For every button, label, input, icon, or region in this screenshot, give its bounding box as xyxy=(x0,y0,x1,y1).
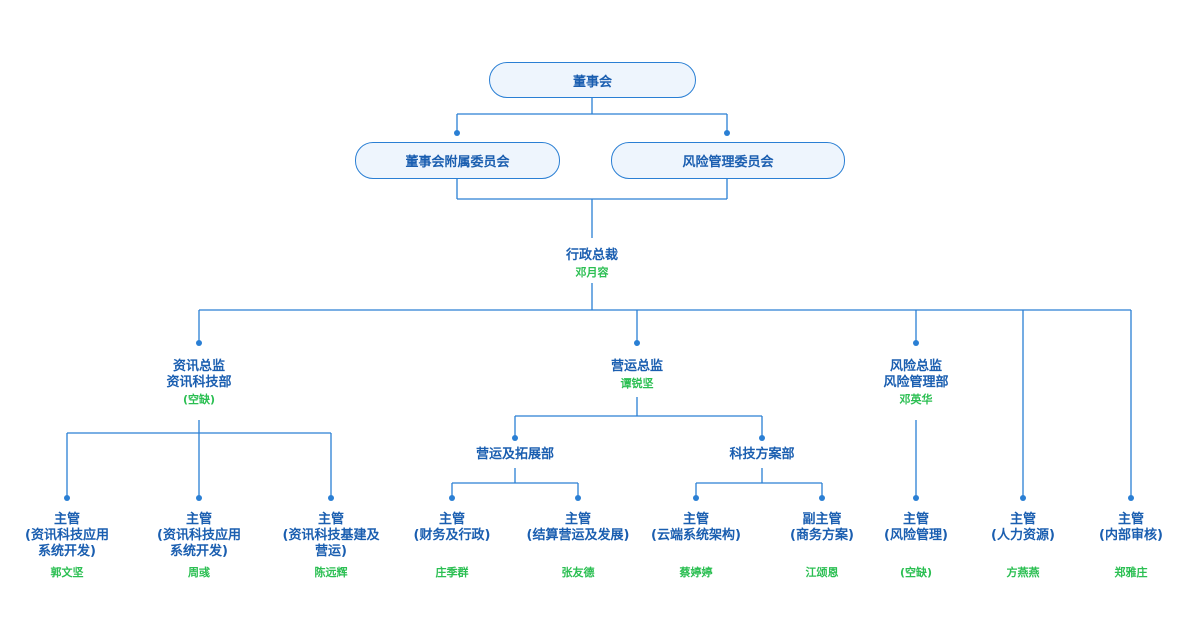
manager-title-line: (资讯科技应用 xyxy=(157,528,241,543)
connector-dot xyxy=(819,495,825,501)
manager-node: 主管 (资讯科技基建及 营运) 陈远辉 xyxy=(266,512,396,580)
manager-title-line: 主管 xyxy=(902,512,929,527)
manager-title-line: 主管 xyxy=(682,512,709,527)
director-node-ops: 营运总监 谭锐坚 xyxy=(577,359,697,391)
manager-title-line: (内部审核) xyxy=(1099,528,1163,543)
manager-name: (空缺) xyxy=(899,566,933,579)
manager-title-line: 主管 xyxy=(317,512,344,527)
connector-dot xyxy=(328,495,334,501)
manager-title-line: (资讯科技基建及 xyxy=(282,528,380,543)
manager-name: 庄季群 xyxy=(435,566,469,579)
director-name: 邓英华 xyxy=(899,393,933,406)
department-title: 营运及拓展部 xyxy=(475,447,554,462)
connector-dot xyxy=(759,435,765,441)
committee-box-board: 董事会附属委员会 xyxy=(355,142,560,179)
connector-dot xyxy=(454,130,460,136)
manager-title-line: 主管 xyxy=(53,512,80,527)
manager-title-line: (财务及行政) xyxy=(413,528,491,543)
manager-title-line: 副主管 xyxy=(802,512,842,527)
board-title: 董事会 xyxy=(572,74,612,90)
connector-dot xyxy=(1020,495,1026,501)
manager-node: 主管 (财务及行政) 庄季群 xyxy=(392,512,512,580)
director-name: (空缺) xyxy=(182,393,216,406)
manager-title-line: 系统开发) xyxy=(38,544,96,559)
manager-node: 主管 (资讯科技应用 系统开发) 郭文坚 xyxy=(7,512,127,580)
board-box: 董事会 xyxy=(489,62,696,98)
director-title-line: 资讯总监 xyxy=(172,359,225,374)
manager-title-line: 主管 xyxy=(1009,512,1036,527)
manager-node: 主管 (结算营运及发展) 张友德 xyxy=(513,512,643,580)
manager-node: 副主管 (商务方案) 江颂恩 xyxy=(762,512,882,580)
manager-title-line: (风险管理) xyxy=(884,528,948,543)
connector-dot xyxy=(512,435,518,441)
manager-title-line: 主管 xyxy=(1117,512,1144,527)
director-title-line: 风险总监 xyxy=(889,359,942,374)
manager-title-line: (结算营运及发展) xyxy=(526,528,630,543)
connector-dot xyxy=(913,340,919,346)
department-node-tech-solutions: 科技方案部 xyxy=(702,447,822,463)
connector-dot xyxy=(196,340,202,346)
manager-name: 方燕燕 xyxy=(1006,566,1040,579)
manager-title-line: 系统开发) xyxy=(170,544,228,559)
manager-node: 主管 (风险管理) (空缺) xyxy=(856,512,976,580)
director-node-it: 资讯总监 资讯科技部 (空缺) xyxy=(139,359,259,407)
ceo-node: 行政总裁 邓月容 xyxy=(542,248,642,280)
manager-title-line: 主管 xyxy=(564,512,591,527)
director-name: 谭锐坚 xyxy=(620,377,654,390)
committee-title: 董事会附属委员会 xyxy=(405,155,510,170)
manager-title-line: (人力资源) xyxy=(991,528,1055,543)
director-title-line: 营运总监 xyxy=(610,359,663,374)
manager-name: 张友德 xyxy=(561,566,595,579)
department-title: 科技方案部 xyxy=(729,447,795,462)
director-title-line: 风险管理部 xyxy=(883,375,949,390)
manager-node: 主管 (资讯科技应用 系统开发) 周彧 xyxy=(139,512,259,580)
manager-node: 主管 (人力资源) 方燕燕 xyxy=(963,512,1083,580)
manager-title-line: (云端系统架构) xyxy=(651,528,741,543)
connector-dot xyxy=(196,495,202,501)
director-title-line: 资讯科技部 xyxy=(166,375,232,390)
manager-title-line: 主管 xyxy=(185,512,212,527)
manager-name: 郑雅庄 xyxy=(1114,566,1148,579)
connector-dot xyxy=(634,340,640,346)
connector-dot xyxy=(449,495,455,501)
manager-node: 主管 (云端系统架构) 蔡婷婷 xyxy=(636,512,756,580)
manager-name: 江颂恩 xyxy=(805,566,839,579)
director-node-risk: 风险总监 风险管理部 邓英华 xyxy=(856,359,976,407)
manager-title-line: 营运) xyxy=(315,544,347,559)
manager-node: 主管 (内部审核) 郑雅庄 xyxy=(1071,512,1191,580)
committee-title: 风险管理委员会 xyxy=(682,155,774,170)
manager-title-line: 主管 xyxy=(438,512,465,527)
department-node-ops-expansion: 营运及拓展部 xyxy=(455,447,575,463)
ceo-name: 邓月容 xyxy=(575,266,609,279)
manager-title-line: (资讯科技应用 xyxy=(25,528,109,543)
connector-dot xyxy=(575,495,581,501)
connector-dot xyxy=(693,495,699,501)
connector-dot xyxy=(913,495,919,501)
connector-dot xyxy=(1128,495,1134,501)
manager-name: 周彧 xyxy=(188,566,210,579)
connector-dot xyxy=(724,130,730,136)
manager-name: 陈远辉 xyxy=(314,566,348,579)
manager-name: 蔡婷婷 xyxy=(679,566,713,579)
connector-dot xyxy=(64,495,70,501)
manager-name: 郭文坚 xyxy=(50,566,84,579)
committee-box-risk: 风险管理委员会 xyxy=(611,142,845,179)
ceo-title: 行政总裁 xyxy=(565,248,618,263)
manager-title-line: (商务方案) xyxy=(790,528,854,543)
